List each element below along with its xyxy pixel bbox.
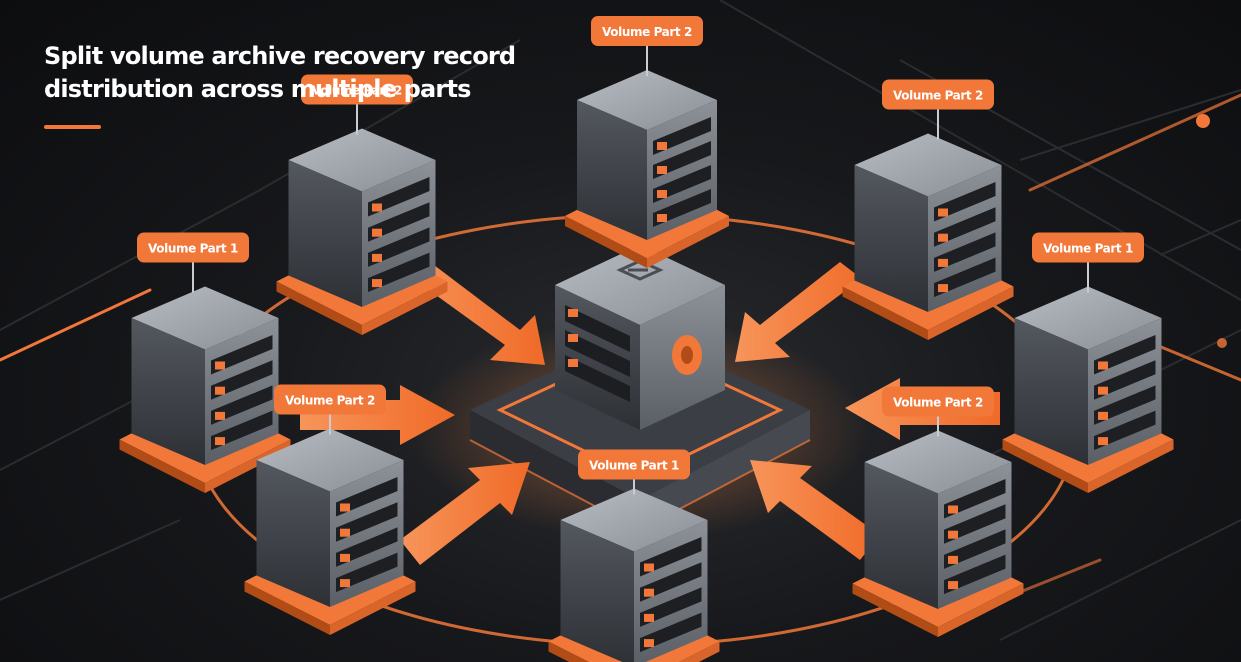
drive-led — [1098, 412, 1108, 420]
drive-led — [644, 614, 654, 622]
volume-tag-label: Volume Part 2 — [893, 89, 983, 103]
title-block: Split volume archive recovery record dis… — [44, 40, 564, 106]
drive-led — [644, 589, 654, 597]
volume-tag-label: Volume Part 2 — [602, 25, 692, 39]
drive-led — [372, 254, 382, 262]
server-node-top-left: Volume Part 2 — [277, 75, 448, 336]
server-node-top: Volume Part 2 — [565, 16, 729, 268]
drive-led — [215, 362, 225, 370]
drive-led — [1098, 387, 1108, 395]
drive-led — [644, 639, 654, 647]
drive-led — [938, 234, 948, 242]
drive-led — [657, 214, 667, 222]
volume-tag-label: Volume Part 1 — [1043, 242, 1133, 256]
drive-led — [340, 504, 350, 512]
drive-led — [340, 554, 350, 562]
drive-led — [938, 209, 948, 217]
drive-led — [644, 564, 654, 572]
arrow-top-right — [735, 262, 870, 362]
volume-tag-label: Volume Part 2 — [285, 394, 375, 408]
drive-led — [340, 529, 350, 537]
drive-led — [948, 581, 958, 589]
server-node-right: Volume Part 1 — [1003, 233, 1174, 494]
drive-led — [372, 229, 382, 237]
floor-light-dot — [1196, 114, 1210, 128]
server-node-top-right: Volume Part 2 — [843, 80, 1014, 341]
server-node-left: Volume Part 1 — [120, 233, 291, 494]
drive-led — [938, 259, 948, 267]
drive-led — [938, 284, 948, 292]
drive-led — [1098, 437, 1108, 445]
drive-led — [340, 579, 350, 587]
page-title-line-2: distribution across multiple parts — [44, 73, 564, 106]
drive-led — [215, 412, 225, 420]
volume-tag-label: Volume Part 1 — [148, 242, 238, 256]
drive-led — [215, 437, 225, 445]
drive-led — [372, 204, 382, 212]
page-title-line-1: Split volume archive recovery record — [44, 40, 564, 73]
drive-led — [657, 190, 667, 198]
drive-led — [657, 166, 667, 174]
drive-led — [372, 279, 382, 287]
floor-light-dot — [1217, 338, 1227, 348]
volume-tag-label: Volume Part 1 — [589, 459, 679, 473]
drive-led — [948, 531, 958, 539]
drive-led — [657, 142, 667, 150]
drive-led — [948, 556, 958, 564]
drive-led — [215, 387, 225, 395]
drive-led — [948, 506, 958, 514]
title-underline — [44, 125, 101, 129]
drive-led — [1098, 362, 1108, 370]
volume-tag-label: Volume Part 2 — [893, 396, 983, 410]
